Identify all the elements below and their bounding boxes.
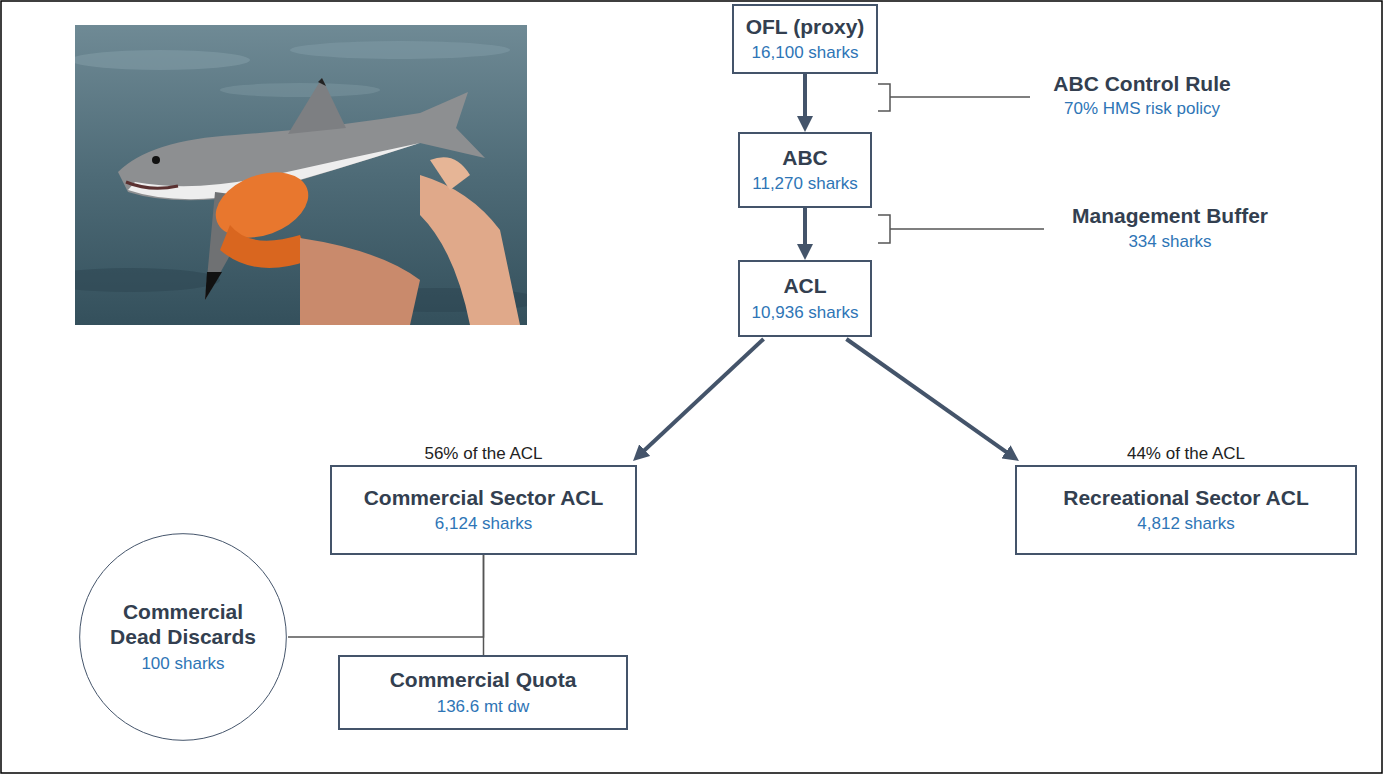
node-title: ABC xyxy=(782,145,828,170)
flow-arrow xyxy=(846,339,1012,456)
node-title: OFL (proxy) xyxy=(746,14,865,39)
node-value: 136.6 mt dw xyxy=(437,696,530,718)
node-value: 100 sharks xyxy=(141,653,224,675)
circle-node: Commercial Dead Discards 100 sharks xyxy=(78,532,288,742)
process-box: OFL (proxy) 16,100 sharks xyxy=(732,4,879,73)
annotation-heading: Management Buffer xyxy=(1072,204,1268,228)
bracket xyxy=(878,215,890,243)
node-title: Recreational Sector ACL xyxy=(1063,485,1308,510)
share-label: 44% of the ACL xyxy=(1127,444,1245,464)
process-box: ABC 11,270 sharks xyxy=(738,132,872,208)
process-box: ACL 10,936 sharks xyxy=(738,260,873,337)
shark-photo xyxy=(75,25,527,325)
leader-line xyxy=(890,96,1030,98)
node-value: 4,812 sharks xyxy=(1137,513,1234,535)
node-title: Commercial Sector ACL xyxy=(364,485,604,510)
share-label: 56% of the ACL xyxy=(424,444,542,464)
connector-line xyxy=(483,555,485,655)
annotation-value: 70% HMS risk policy xyxy=(1064,99,1220,119)
node-title: ACL xyxy=(783,273,826,298)
node-value: 16,100 sharks xyxy=(752,42,859,64)
node-value: 10,936 sharks xyxy=(752,302,859,324)
flow-arrow xyxy=(639,339,764,456)
annotation-heading: ABC Control Rule xyxy=(1053,72,1230,96)
flow-arrow xyxy=(803,74,807,124)
connector-line xyxy=(288,555,484,637)
bracket xyxy=(878,84,890,111)
node-value: 11,270 sharks xyxy=(752,173,858,195)
flow-arrow xyxy=(803,208,807,252)
node-title: Commercial Quota xyxy=(390,667,577,692)
process-box: 56% of the ACLCommercial Sector ACL6,124… xyxy=(330,465,637,555)
node-title: Commercial Dead Discards xyxy=(108,599,258,649)
process-box: 44% of the ACLRecreational Sector ACL4,8… xyxy=(1015,465,1357,555)
annotation-value: 334 sharks xyxy=(1128,232,1211,252)
node-value: 6,124 sharks xyxy=(435,513,532,535)
leader-line xyxy=(890,228,1044,230)
process-box: Commercial Quota 136.6 mt dw xyxy=(338,655,628,730)
